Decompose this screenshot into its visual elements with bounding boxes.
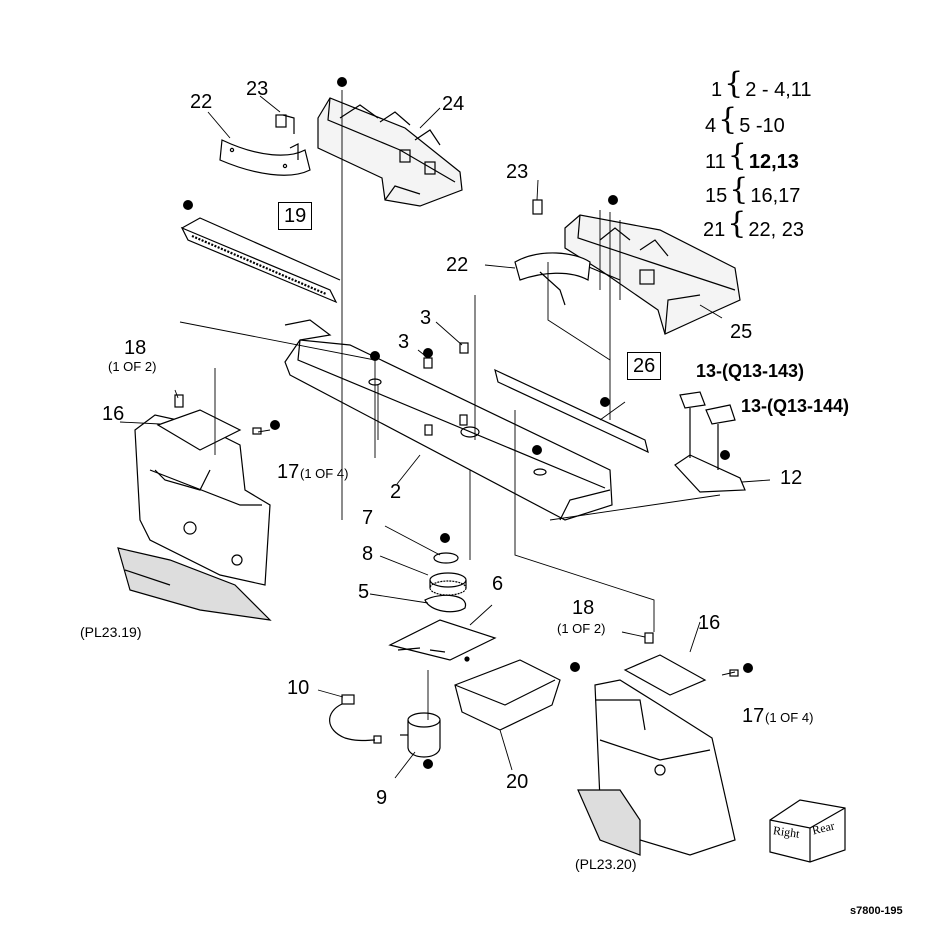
right-assembly (577, 679, 736, 856)
part-23-clip-right (532, 199, 543, 215)
brace-icon: { (724, 66, 744, 101)
part-16-plate-right (623, 632, 707, 696)
callout-23-top: 23 (246, 78, 269, 100)
callout-8: 8 (362, 543, 374, 565)
callout-2: 2 (390, 481, 402, 503)
legend-row: 15{16,17 (705, 172, 801, 208)
callout-18-right-note: (1 OF 2) (557, 621, 606, 636)
figure-id: s7800-195 (850, 905, 903, 917)
callout-5: 5 (358, 581, 370, 603)
legend-children: 5 -10 (739, 115, 785, 137)
callout-7: 7 (362, 507, 374, 529)
callout-19-box: 19 (278, 202, 313, 230)
orientation-right-label: Right (772, 823, 801, 841)
callout-22-top: 22 (190, 91, 213, 113)
part-10-harness (329, 694, 382, 744)
callout-3-left: 3 (398, 331, 410, 353)
callout-18-right: 18 (572, 597, 595, 619)
leader-lines (119, 95, 771, 779)
part-22-band-right (514, 252, 591, 306)
part-26-rail (494, 368, 649, 454)
legend-row: 11{12,13 (705, 138, 799, 174)
legend-parent: 11 (705, 151, 726, 173)
orientation-cube (769, 799, 846, 863)
left-assembly (117, 414, 272, 621)
callout-20: 20 (506, 771, 529, 793)
part-19-rail (180, 217, 341, 304)
callout-10: 10 (287, 677, 310, 699)
legend-row: 21{22, 23 (703, 206, 804, 242)
callout-25: 25 (730, 321, 753, 343)
callout-22-right: 22 (446, 254, 469, 276)
callout-26-box: 26 (627, 352, 662, 380)
callout-16-left: 16 (102, 403, 125, 425)
part-2-main-frame (284, 319, 613, 521)
screw-markers (183, 77, 753, 769)
legend-row: 1{2 - 4,11 (711, 66, 812, 102)
legend-children: 16,17 (750, 185, 801, 207)
legend-parent: 21 (703, 219, 726, 241)
part-24-bracket (317, 97, 463, 207)
brace-icon: { (727, 138, 747, 173)
callout-13-q13-143: 13-(Q13-143) (696, 361, 805, 381)
legend-parent: 4 (705, 115, 717, 137)
brace-icon: { (718, 102, 738, 137)
legend-children: 12,13 (748, 151, 799, 173)
callout-17-left-note: (1 OF 4) (300, 466, 349, 481)
callout-9: 9 (376, 787, 388, 809)
legend-parent: 15 (705, 185, 728, 207)
gear-assembly (388, 552, 497, 662)
callout-12: 12 (780, 467, 803, 489)
part-12-bracket (674, 391, 746, 493)
legend-children: 22, 23 (748, 219, 804, 241)
brace-icon: { (729, 172, 749, 207)
callout-18-left: 18 (124, 337, 147, 359)
plate-ref-pl23-20: (PL23.20) (575, 856, 637, 872)
callout-17-right-note: (1 OF 4) (765, 710, 814, 725)
legend-row: 4{5 -10 (705, 102, 785, 138)
callout-24: 24 (442, 93, 465, 115)
part-3-posts (423, 342, 469, 436)
part-20-cover (454, 659, 561, 731)
part-16-plate-left (156, 394, 242, 451)
callout-23-right: 23 (506, 161, 529, 183)
callout-16-right: 16 (698, 612, 721, 634)
callout-17-right: 17 (742, 705, 765, 727)
part-23-clip-top (275, 114, 295, 134)
part-9-motor (400, 712, 441, 758)
part-22-band-top (219, 139, 311, 176)
guide-lines (179, 90, 721, 720)
legend-parent: 1 (711, 79, 723, 101)
callout-13-q13-144: 13-(Q13-144) (741, 396, 850, 416)
plate-ref-pl23-19: (PL23.19) (80, 624, 142, 640)
callout-3-right: 3 (420, 307, 432, 329)
callout-6: 6 (492, 573, 504, 595)
callout-17-left: 17 (277, 461, 300, 483)
legend-children: 2 - 4,11 (745, 79, 812, 101)
callout-18-left-note: (1 OF 2) (108, 359, 157, 374)
brace-icon: { (727, 206, 747, 241)
